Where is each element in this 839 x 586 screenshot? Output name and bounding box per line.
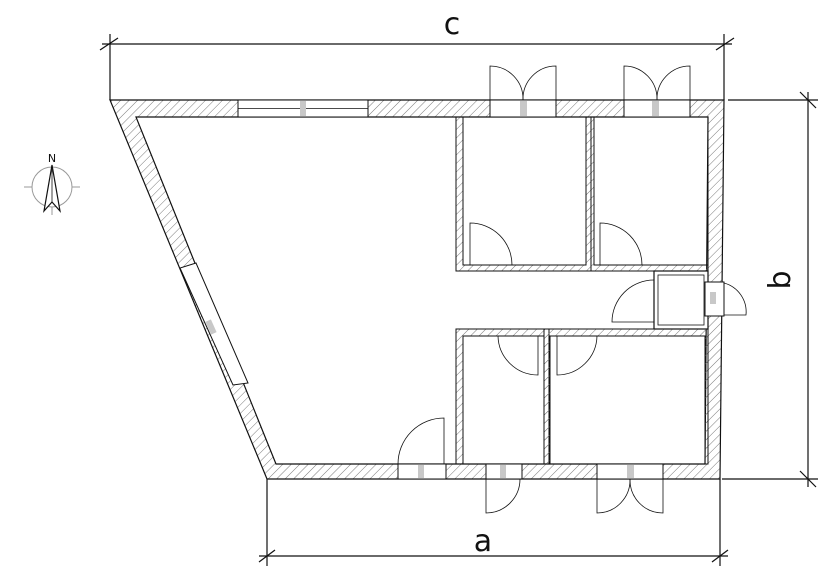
room-bottom-left bbox=[455, 328, 550, 465]
window-bottom-3 bbox=[596, 463, 664, 480]
window-top-right-2 bbox=[623, 99, 691, 118]
casement-top-2 bbox=[623, 65, 691, 101]
window-bottom-2 bbox=[485, 463, 523, 480]
dimension-label-c: c bbox=[444, 7, 461, 42]
room-top-right bbox=[590, 116, 709, 272]
north-label: N bbox=[48, 152, 56, 165]
window-bottom-1 bbox=[397, 463, 447, 480]
window-top-left bbox=[237, 99, 369, 118]
main-door bbox=[397, 417, 445, 465]
window-top-right-1 bbox=[489, 99, 557, 118]
casement-bottom-2 bbox=[596, 478, 664, 514]
dimension-b bbox=[722, 91, 818, 488]
casement-bottom-1 bbox=[485, 478, 521, 514]
casement-top-1 bbox=[489, 65, 557, 101]
vestibule bbox=[611, 270, 747, 330]
dimension-label-b: b bbox=[763, 270, 798, 289]
room-bottom-right bbox=[543, 328, 709, 465]
bottom-windows bbox=[397, 463, 664, 480]
north-arrow-icon bbox=[24, 164, 80, 215]
dimension-a bbox=[258, 479, 729, 566]
dimension-label-a: a bbox=[474, 524, 492, 559]
dimension-c bbox=[99, 34, 735, 100]
window-left bbox=[179, 262, 249, 386]
room-top-left bbox=[455, 116, 592, 272]
